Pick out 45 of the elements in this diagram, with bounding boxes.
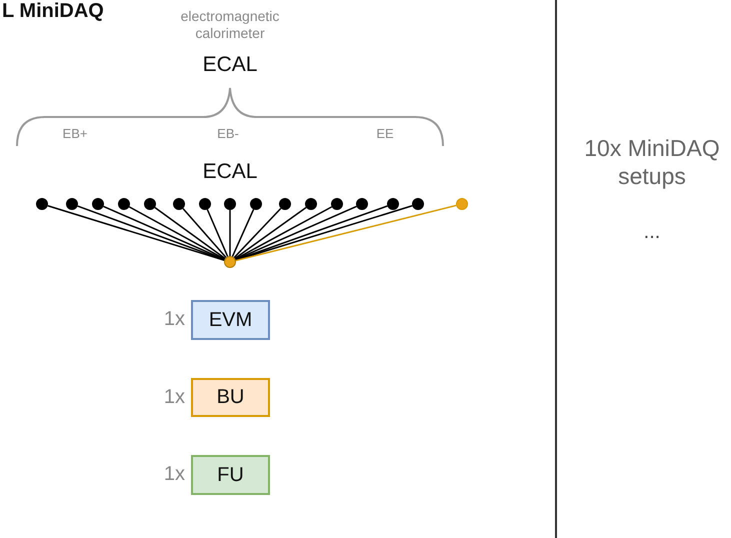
ellipsis: ... (644, 220, 660, 244)
component-box: EVM (191, 300, 270, 340)
connector-line (235, 206, 357, 260)
heading: ECAL (202, 159, 258, 184)
connection-dot (456, 198, 468, 210)
connection-dot (412, 198, 424, 210)
part-label: EE (376, 126, 394, 142)
connector-line (103, 206, 225, 260)
description-text: electromagnetic calorimeter (180, 8, 280, 42)
connection-dot (36, 198, 48, 210)
connection-dot (331, 198, 343, 210)
quantity-label: 1x (164, 386, 185, 409)
title: L MiniDAQ (2, 0, 104, 22)
connector-line (234, 208, 282, 258)
connector-line (234, 206, 307, 260)
heading: ECAL (202, 52, 258, 78)
connection-dot (356, 198, 368, 210)
connection-dot (224, 198, 236, 210)
connection-dot (92, 198, 104, 210)
connection-dot (387, 198, 399, 210)
connector-line (154, 206, 226, 260)
connection-dot (144, 198, 156, 210)
connector-line (48, 205, 224, 261)
connection-dot (224, 256, 236, 268)
connector-line (206, 209, 228, 257)
connector-line (229, 210, 231, 256)
connection-dot (118, 198, 130, 210)
component-box: FU (191, 455, 270, 495)
part-label: EB+ (62, 126, 88, 142)
note-text: 10x MiniDAQ setups (583, 135, 721, 190)
connector-line (234, 206, 332, 260)
connection-dot (199, 198, 211, 210)
connection-dot (66, 198, 78, 210)
connection-dot (250, 198, 262, 210)
connector-line (128, 206, 226, 260)
connector-line (182, 208, 227, 258)
part-label: EB- (217, 126, 239, 142)
component-box: BU (191, 378, 270, 417)
quantity-label: 1x (164, 463, 185, 486)
connection-dot (279, 198, 291, 210)
connection-dot (305, 198, 317, 210)
quantity-label: 1x (164, 308, 185, 331)
connection-dot (173, 198, 185, 210)
connector-line (236, 204, 456, 262)
connector-line (232, 209, 254, 257)
